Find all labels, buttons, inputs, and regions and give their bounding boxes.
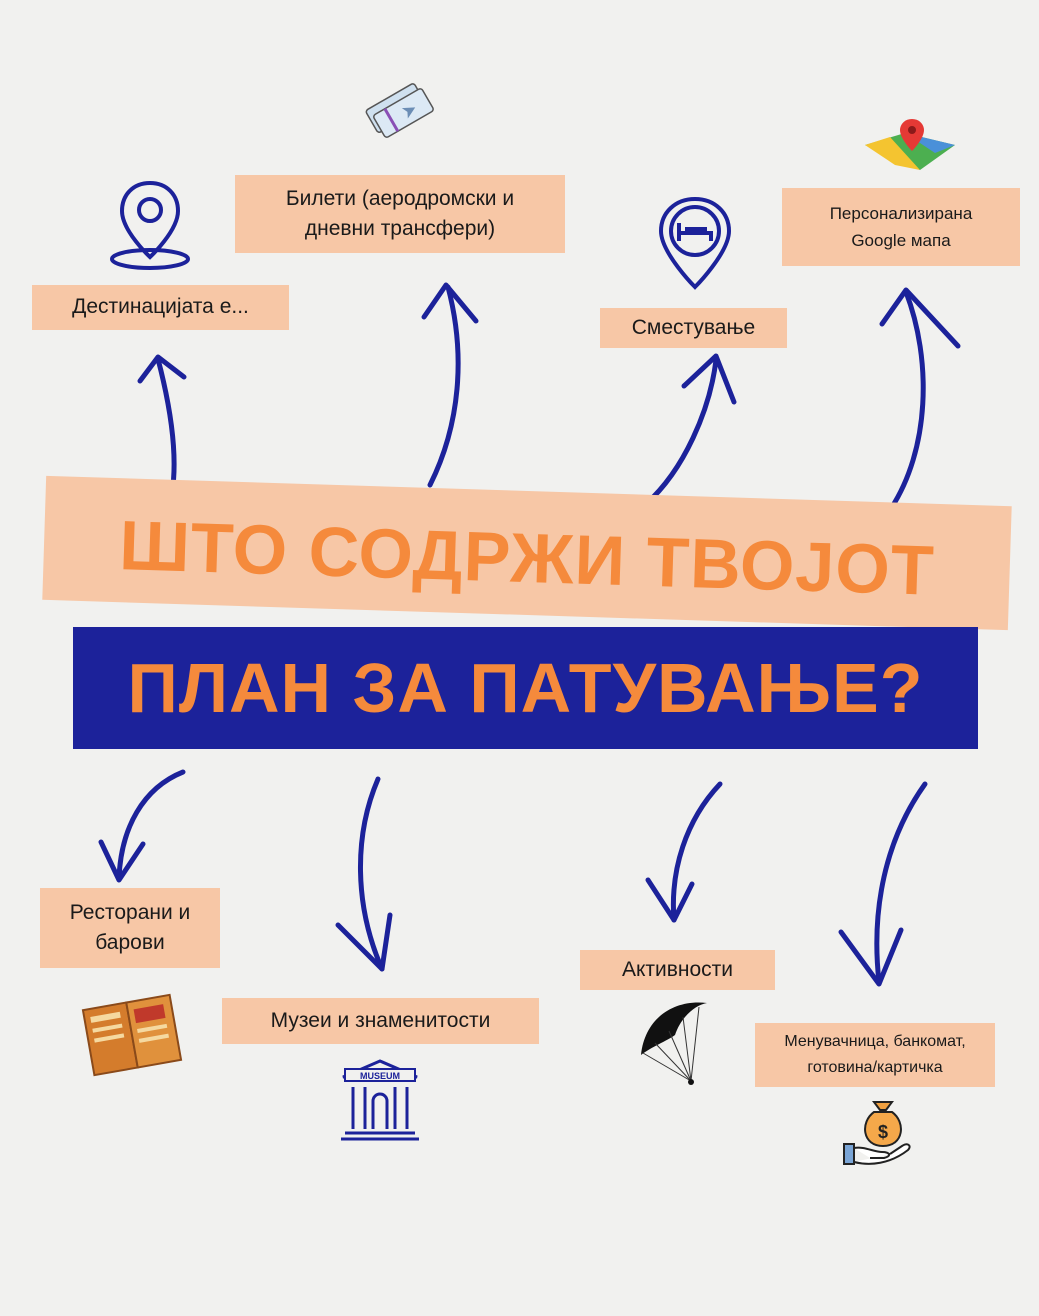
label-tickets: Билети (аеродромски и дневни трансфери) xyxy=(235,175,565,253)
menu-book-icon xyxy=(81,993,183,1077)
title-line2: ПЛАН ЗА ПАТУВАЊЕ? xyxy=(127,649,924,727)
label-museums: Музеи и знаменитости xyxy=(222,998,539,1044)
arrow-down-3 xyxy=(645,781,723,923)
arrow-down-1 xyxy=(98,769,186,883)
museum-icon: MUSEUM xyxy=(341,1059,419,1141)
money-bag-symbol: $ xyxy=(878,1122,888,1142)
arrow-up-3 xyxy=(643,353,737,507)
label-tickets-line2: дневни трансфери) xyxy=(304,217,496,240)
label-restaurants-line1: Ресторани и xyxy=(69,900,191,924)
label-map: Персонализирана Google мапа xyxy=(782,188,1020,266)
title-banner-bottom xyxy=(73,627,978,749)
location-pin-icon xyxy=(110,180,190,270)
label-map-line1: Персонализирана xyxy=(829,203,973,223)
arrow-down-2 xyxy=(335,776,393,972)
label-activities: Активности xyxy=(580,950,775,990)
arrow-up-2 xyxy=(421,282,479,488)
arrow-up-1 xyxy=(137,354,187,496)
label-accommodation-text: Сместување xyxy=(631,315,756,339)
label-destination-text: Дестинацијата е... xyxy=(72,295,249,319)
arrow-up-4 xyxy=(879,287,961,513)
paraglider-icon xyxy=(641,1002,707,1085)
label-exchange-line1: Менувачница, банкомат, xyxy=(784,1033,966,1051)
label-tickets-line1: Билети (аеродромски и xyxy=(285,186,515,210)
hotel-bed-pin-icon xyxy=(658,196,732,290)
label-exchange-line2: готовина/картичка xyxy=(807,1059,943,1076)
label-restaurants-line2: барови xyxy=(95,931,165,954)
money-bag-hand-icon: $ xyxy=(843,1101,911,1165)
label-map-line2: Google мапа xyxy=(851,231,951,250)
label-exchange: Менувачница, банкомат, готовина/картичка xyxy=(755,1023,995,1087)
plane-tickets-icon xyxy=(365,83,434,138)
label-museums-text: Музеи и знаменитости xyxy=(270,1008,491,1032)
label-accommodation: Сместување xyxy=(600,308,787,348)
label-restaurants: Ресторани и барови xyxy=(40,888,220,968)
label-destination: Дестинацијата е... xyxy=(32,285,289,330)
label-activities-text: Активности xyxy=(621,957,734,981)
museum-sign-text: MUSEUM xyxy=(360,1071,400,1081)
google-map-icon xyxy=(865,119,955,170)
arrow-down-4 xyxy=(838,781,928,987)
